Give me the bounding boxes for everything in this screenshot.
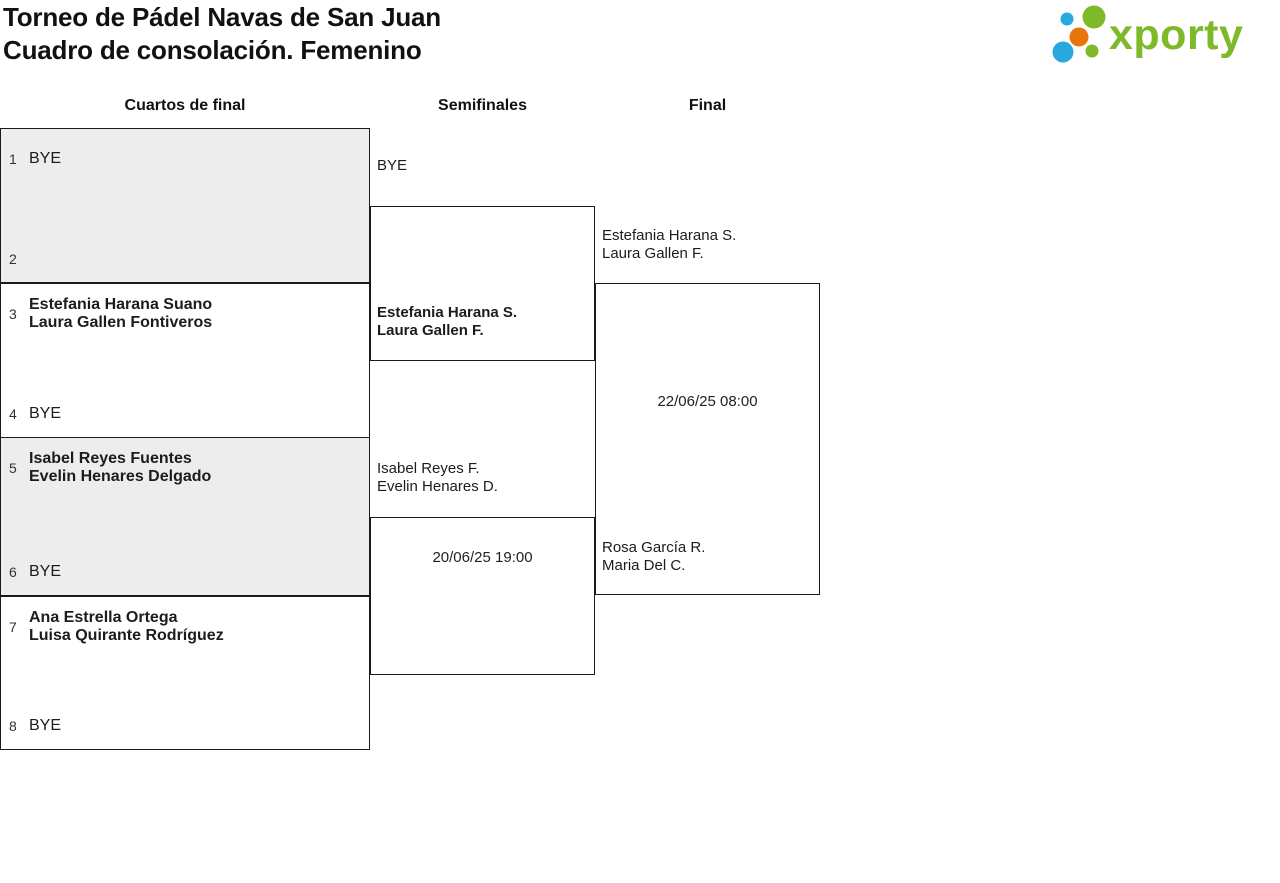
team-name: Estefania Harana Suano Laura Gallen Font… bbox=[29, 296, 213, 331]
logo-dot-orange bbox=[1069, 27, 1089, 47]
round-header-cuartos: Cuartos de final bbox=[124, 97, 246, 114]
seed-number: 8 bbox=[9, 718, 17, 734]
match-date-final: 22/06/25 08:00 bbox=[657, 393, 758, 410]
tournament-title: Torneo de Pádel Navas de San Juan bbox=[3, 2, 441, 32]
page-title: Torneo de Pádel Navas de San Juan Cuadro… bbox=[3, 1, 441, 67]
team-row: 5 Isabel Reyes Fuentes Evelin Henares De… bbox=[9, 450, 361, 486]
logo-dot-big-green bbox=[1082, 5, 1106, 29]
team-name-sf2-top: Isabel Reyes F. Evelin Henares D. bbox=[377, 460, 498, 495]
team-name: BYE bbox=[29, 563, 62, 580]
team-name-sf1-bottom: Estefania Harana S. Laura Gallen F. bbox=[377, 304, 518, 339]
seed-number: 6 bbox=[9, 564, 17, 580]
match-box-qf4[interactable]: 7 Ana Estrella Ortega Luisa Quirante Rod… bbox=[0, 596, 370, 750]
team-name: Isabel Reyes Fuentes Evelin Henares Delg… bbox=[29, 450, 212, 485]
team-row: 6 BYE bbox=[9, 554, 361, 590]
seed-number: 2 bbox=[9, 251, 17, 267]
xporty-logo[interactable]: xporty bbox=[1045, 3, 1280, 75]
logo-dot-small-blue bbox=[1060, 12, 1074, 26]
seed-number: 1 bbox=[9, 151, 17, 167]
match-box-qf3[interactable]: 5 Isabel Reyes Fuentes Evelin Henares De… bbox=[0, 437, 370, 596]
round-header-final: Final bbox=[688, 97, 727, 114]
match-box-qf2[interactable]: 3 Estefania Harana Suano Laura Gallen Fo… bbox=[0, 283, 370, 438]
team-name-final-bottom: Rosa García R. Maria Del C. bbox=[602, 539, 706, 574]
logo-dot-big-blue bbox=[1052, 41, 1074, 63]
logo-dot-small-green bbox=[1085, 44, 1099, 58]
seed-number: 5 bbox=[9, 460, 17, 476]
team-row: 1 BYE bbox=[9, 141, 361, 177]
match-box-sf1[interactable] bbox=[370, 206, 595, 361]
team-row: 8 BYE bbox=[9, 708, 361, 744]
team-name: BYE bbox=[29, 150, 62, 167]
match-date-sf2: 20/06/25 19:00 bbox=[432, 549, 533, 566]
team-row: 4 BYE bbox=[9, 396, 361, 432]
bracket-subtitle: Cuadro de consolación. Femenino bbox=[3, 35, 422, 65]
team-row: 7 Ana Estrella Ortega Luisa Quirante Rod… bbox=[9, 609, 361, 645]
match-box-sf2[interactable] bbox=[370, 517, 595, 675]
team-name: Ana Estrella Ortega Luisa Quirante Rodrí… bbox=[29, 609, 224, 644]
team-name: BYE bbox=[29, 717, 62, 734]
logo-text: xporty bbox=[1109, 11, 1243, 59]
seed-number: 4 bbox=[9, 406, 17, 422]
match-box-qf1[interactable]: 1 BYE 2 bbox=[0, 128, 370, 283]
match-box-final[interactable] bbox=[595, 283, 820, 595]
seed-number: 7 bbox=[9, 619, 17, 635]
team-row: 2 bbox=[9, 241, 361, 277]
seed-number: 3 bbox=[9, 306, 17, 322]
round-header-semifinales: Semifinales bbox=[438, 97, 527, 114]
team-name: BYE bbox=[29, 405, 62, 422]
team-row: 3 Estefania Harana Suano Laura Gallen Fo… bbox=[9, 296, 361, 332]
team-name-final-top: Estefania Harana S. Laura Gallen F. bbox=[602, 227, 737, 262]
team-name-sf1-top: BYE bbox=[377, 157, 408, 174]
